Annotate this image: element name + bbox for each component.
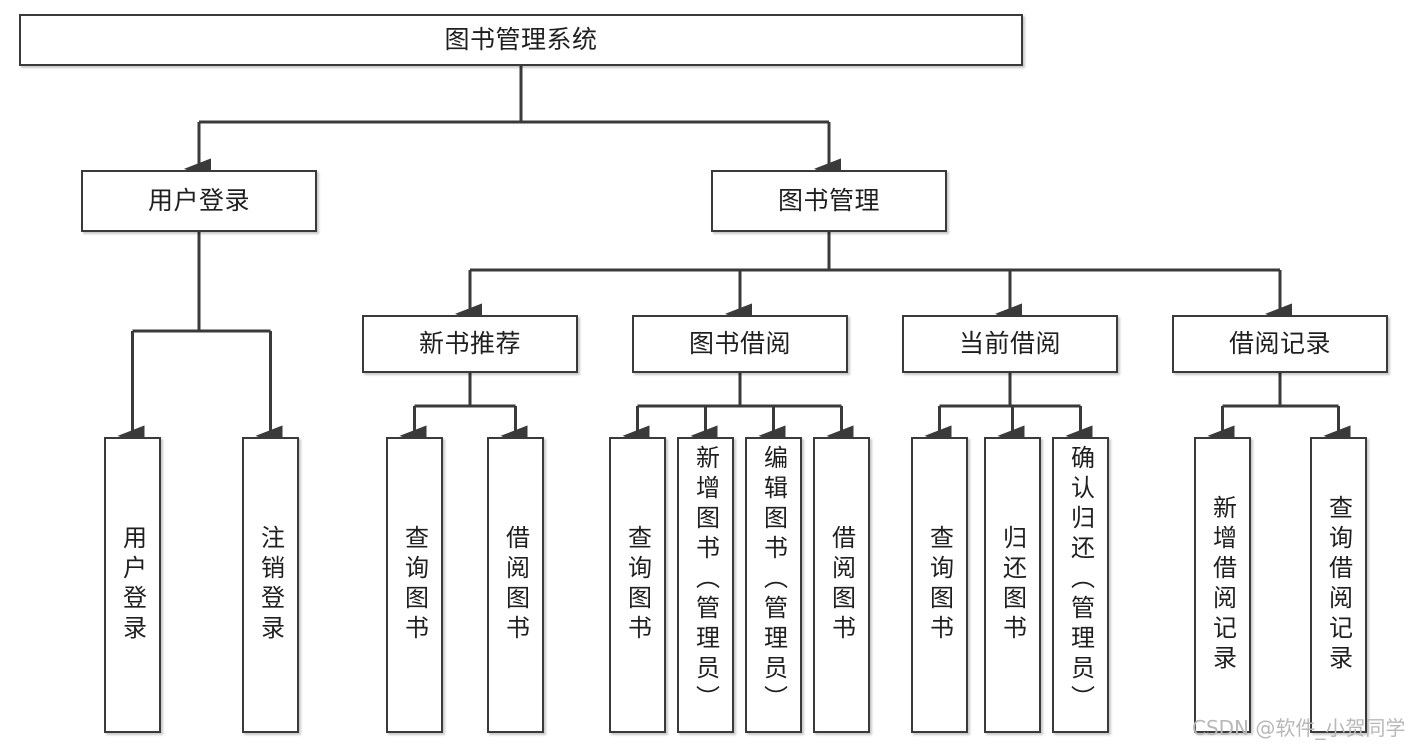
- csdn-watermark: CSDN @软件_小贺同学: [1192, 716, 1405, 740]
- node-label: 查询图书: [925, 525, 954, 645]
- node-leaf-add-borrow-record[interactable]: 新增借阅记录: [1194, 437, 1251, 733]
- node-label: 图书管理系统: [444, 25, 598, 54]
- node-label: 图书管理: [777, 186, 880, 215]
- node-leaf-query-borrow-record[interactable]: 查询借阅记录: [1310, 437, 1367, 733]
- node-leaf-query-book-1[interactable]: 查询图书: [386, 437, 443, 733]
- node-root[interactable]: 图书管理系统: [19, 14, 1023, 66]
- node-label: 查询图书: [623, 525, 652, 645]
- node-label: 查询图书: [400, 525, 429, 645]
- node-label: 确认归还（管理员）: [1066, 445, 1095, 715]
- node-current-borrow[interactable]: 当前借阅: [902, 315, 1118, 373]
- node-label: 用户登录: [118, 525, 147, 645]
- node-label: 新增图书（管理员）: [691, 445, 720, 715]
- node-label: 借阅图书: [501, 525, 530, 645]
- node-user-login[interactable]: 用户登录: [81, 170, 317, 232]
- node-label: 借阅记录: [1228, 329, 1331, 358]
- node-label: 编辑图书（管理员）: [759, 445, 788, 715]
- node-leaf-return-book[interactable]: 归还图书: [984, 437, 1041, 733]
- node-book-borrow[interactable]: 图书借阅: [632, 315, 848, 373]
- node-leaf-confirm-return[interactable]: 确认归还（管理员）: [1052, 437, 1109, 733]
- node-borrow-record[interactable]: 借阅记录: [1172, 315, 1388, 373]
- node-label: 新增借阅记录: [1208, 495, 1237, 675]
- node-label: 归还图书: [998, 525, 1027, 645]
- node-leaf-query-book-2[interactable]: 查询图书: [609, 437, 666, 733]
- node-label: 注销登录: [256, 525, 285, 645]
- node-leaf-logout-login[interactable]: 注销登录: [242, 437, 299, 733]
- node-leaf-edit-book-admin[interactable]: 编辑图书（管理员）: [745, 437, 802, 733]
- node-label: 用户登录: [147, 186, 250, 215]
- node-label: 图书借阅: [688, 329, 791, 358]
- node-leaf-borrow-book-2[interactable]: 借阅图书: [813, 437, 870, 733]
- node-leaf-borrow-book-1[interactable]: 借阅图书: [487, 437, 544, 733]
- node-leaf-user-login[interactable]: 用户登录: [104, 437, 161, 733]
- node-label: 查询借阅记录: [1324, 495, 1353, 675]
- node-book-manage[interactable]: 图书管理: [711, 170, 947, 232]
- node-label: 新书推荐: [418, 329, 521, 358]
- node-leaf-add-book-admin[interactable]: 新增图书（管理员）: [677, 437, 734, 733]
- node-label: 借阅图书: [827, 525, 856, 645]
- node-new-book-recommend[interactable]: 新书推荐: [362, 315, 578, 373]
- node-label: 当前借阅: [958, 329, 1061, 358]
- node-leaf-query-book-3[interactable]: 查询图书: [911, 437, 968, 733]
